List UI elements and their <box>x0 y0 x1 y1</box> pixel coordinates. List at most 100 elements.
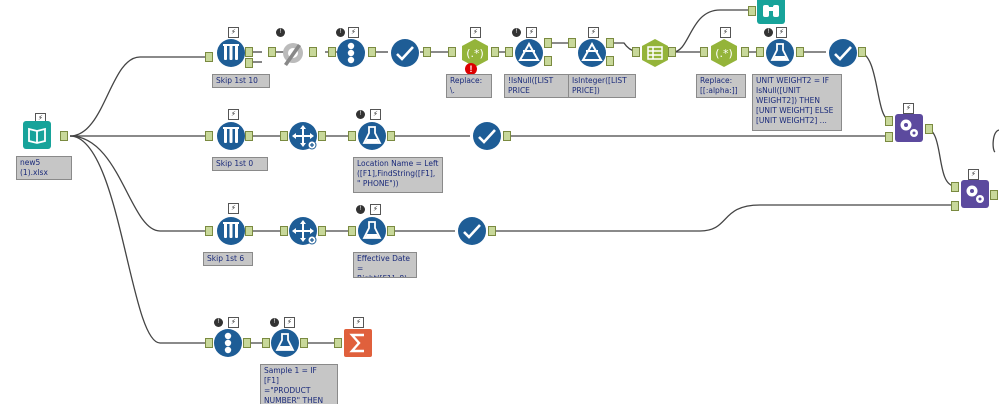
input-anchor[interactable] <box>205 52 213 62</box>
output-anchor[interactable] <box>245 226 253 236</box>
input-anchor[interactable] <box>348 226 356 236</box>
output-anchor[interactable] <box>243 338 251 348</box>
formula-flask-icon <box>362 126 382 144</box>
text-to-columns-tool[interactable] <box>640 38 670 68</box>
output-anchor[interactable] <box>245 131 253 141</box>
output-anchor[interactable] <box>796 47 804 57</box>
formula-tool-1[interactable] <box>765 38 795 68</box>
output-anchor[interactable] <box>741 47 749 57</box>
macro-tool-1[interactable] <box>894 113 924 143</box>
summarize-tool[interactable] <box>343 328 373 358</box>
record-id-icon <box>224 332 232 354</box>
output-anchor[interactable] <box>668 47 676 57</box>
join-tool-2[interactable] <box>288 216 318 246</box>
output-anchor[interactable] <box>60 131 68 141</box>
input-anchor[interactable] <box>748 6 756 16</box>
run-badge: ⚡ <box>284 317 295 328</box>
output-anchor[interactable] <box>245 58 253 68</box>
output-anchor[interactable] <box>925 124 933 134</box>
input-anchor[interactable] <box>280 226 288 236</box>
annotation-input-file: new5 (1).xlsx <box>16 156 72 180</box>
output-anchor[interactable] <box>491 47 499 57</box>
annotation-regex-replace-1: Replace: \. <box>446 74 492 98</box>
run-badge: ⚡ <box>470 27 481 38</box>
run-badge: ⚡ <box>228 27 239 38</box>
input-anchor[interactable] <box>885 116 893 126</box>
output-anchor[interactable] <box>318 226 326 236</box>
select-checkmark-icon <box>478 129 496 144</box>
regex-tool[interactable]: (.*) <box>460 38 490 68</box>
input-anchor[interactable] <box>268 47 276 57</box>
input-anchor[interactable] <box>568 38 576 48</box>
sample-icon <box>223 44 239 60</box>
sample-tool-2[interactable] <box>216 121 246 151</box>
error-icon: ! <box>465 63 477 75</box>
input-anchor[interactable] <box>280 131 288 141</box>
record-id-tool[interactable] <box>336 38 366 68</box>
select-tool-2[interactable] <box>828 38 858 68</box>
run-badge: ⚡ <box>228 109 239 120</box>
output-anchor[interactable] <box>387 131 395 141</box>
filter-tool-1[interactable] <box>514 38 544 68</box>
select-tool-4[interactable] <box>457 216 487 246</box>
output-anchor[interactable] <box>318 131 326 141</box>
input-anchor[interactable] <box>632 47 640 57</box>
select-tool-3[interactable] <box>472 121 502 151</box>
output-anchor-false[interactable] <box>544 56 552 66</box>
output-anchor[interactable] <box>858 47 866 57</box>
formula-tool-4[interactable] <box>270 328 300 358</box>
input-anchor[interactable] <box>262 338 270 348</box>
config-badge: ! <box>512 28 521 37</box>
output-anchor-false[interactable] <box>606 56 614 66</box>
config-badge: ! <box>356 110 365 119</box>
join-tool-1[interactable] <box>288 121 318 151</box>
input-anchor[interactable] <box>205 338 213 348</box>
input-anchor[interactable] <box>951 201 959 211</box>
regex-icon: (.*) <box>715 47 733 60</box>
run-badge: ⚡ <box>348 27 359 38</box>
input-anchor[interactable] <box>334 338 342 348</box>
formula-tool-3[interactable] <box>357 216 387 246</box>
output-anchor[interactable] <box>503 131 511 141</box>
input-anchor[interactable] <box>885 132 893 142</box>
macro-tool-2[interactable] <box>960 179 990 209</box>
filter-tool-2[interactable] <box>577 38 607 68</box>
sample-tool[interactable] <box>216 38 246 68</box>
output-anchor[interactable] <box>309 47 317 57</box>
input-anchor[interactable] <box>951 182 959 192</box>
output-anchor[interactable] <box>300 338 308 348</box>
input-anchor[interactable] <box>448 47 456 57</box>
input-anchor[interactable] <box>756 47 764 57</box>
select-tool[interactable] <box>390 38 420 68</box>
output-anchor[interactable] <box>387 226 395 236</box>
annotation-formula-location: Location Name = Left ([F1],FindString([F… <box>353 157 443 193</box>
output-anchor-true[interactable] <box>606 38 614 48</box>
output-anchor[interactable] <box>990 190 998 200</box>
input-anchor[interactable] <box>205 131 213 141</box>
annotation-regex-replace-2: Replace: [[:alpha:]] <box>696 74 746 98</box>
chunk-tool[interactable] <box>278 38 308 68</box>
config-badge: ! <box>764 28 773 37</box>
input-anchor[interactable] <box>505 47 513 57</box>
record-id-tool-2[interactable] <box>213 328 243 358</box>
output-anchor[interactable] <box>423 47 431 57</box>
output-anchor[interactable] <box>368 47 376 57</box>
regex-tool-2[interactable]: (.*) <box>709 38 739 68</box>
input-anchor[interactable] <box>205 226 213 236</box>
regex-icon: (.*) <box>466 47 484 60</box>
input-anchor[interactable] <box>700 47 708 57</box>
output-anchor[interactable] <box>488 226 496 236</box>
annotation-formula-effective-date: Effective Date = Right([F1], 8) <box>353 252 417 278</box>
formula-tool-2[interactable] <box>357 121 387 151</box>
output-anchor-true[interactable] <box>544 38 552 48</box>
config-badge: ! <box>356 205 365 214</box>
annotation-formula-sample: Sample 1 = IF [F1] ="PRODUCT NUMBER" THE… <box>260 364 338 404</box>
browse-tool[interactable] <box>756 0 786 25</box>
output-anchor[interactable] <box>245 47 253 57</box>
sample-tool-3[interactable] <box>216 216 246 246</box>
input-data-tool[interactable] <box>22 120 52 150</box>
input-anchor[interactable] <box>328 47 336 57</box>
config-badge: ! <box>270 318 279 327</box>
input-anchor[interactable] <box>348 131 356 141</box>
